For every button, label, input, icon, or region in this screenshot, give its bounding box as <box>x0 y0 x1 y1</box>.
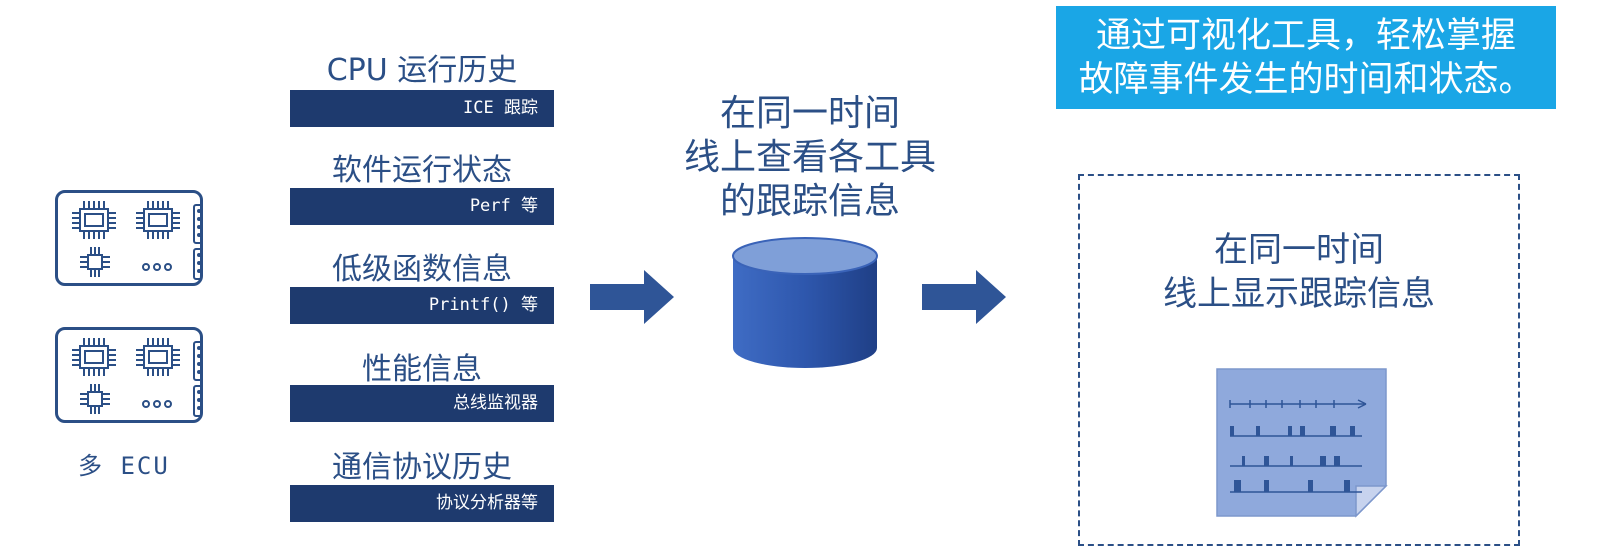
ecu-label: 多 ECU <box>78 452 170 480</box>
arrow-right-icon <box>590 270 674 324</box>
result-caption: 在同一时间 线上显示跟踪信息 <box>1080 228 1518 316</box>
callout-line: 通过可视化工具，轻松掌握 <box>1095 16 1516 56</box>
result-caption-line: 在同一时间 <box>1214 230 1384 270</box>
source-title-performance: 性能信息 <box>362 352 482 387</box>
source-tool-function: Printf() 等 <box>290 287 554 324</box>
source-tool-performance: 总线监视器 <box>290 385 554 422</box>
source-title-cpu: CPU 运行历史 <box>326 53 518 88</box>
callout-banner: 通过可视化工具，轻松掌握 故障事件发生的时间和状态。 <box>1056 6 1556 109</box>
callout-line: 故障事件发生的时间和状态。 <box>1078 60 1534 100</box>
source-tool-cpu: ICE 跟踪 <box>290 90 554 127</box>
circuit-board-icon <box>72 338 200 417</box>
ecu-board-2 <box>55 327 203 423</box>
source-title-function: 低级函数信息 <box>332 252 512 287</box>
source-title-software: 软件运行状态 <box>332 153 512 188</box>
source-tool-protocol: 协议分析器等 <box>290 485 554 522</box>
arrow-right-icon <box>922 270 1006 324</box>
circuit-board-icon <box>72 201 200 280</box>
timing-document-icon <box>1216 368 1388 518</box>
source-title-protocol: 通信协议历史 <box>332 450 512 485</box>
ecu-board-1 <box>55 190 203 286</box>
result-panel: 在同一时间 线上显示跟踪信息 <box>1078 174 1520 546</box>
result-caption-line: 线上显示跟踪信息 <box>1163 274 1435 314</box>
center-caption-line: 的跟踪信息 <box>719 181 900 222</box>
center-caption-line: 线上查看各工具 <box>683 137 936 178</box>
source-tool-software: Perf 等 <box>290 188 554 225</box>
center-caption-line: 在同一时间 <box>719 93 900 134</box>
database-cylinder-icon <box>732 237 878 368</box>
center-caption: 在同一时间 线上查看各工具 的跟踪信息 <box>660 92 960 224</box>
